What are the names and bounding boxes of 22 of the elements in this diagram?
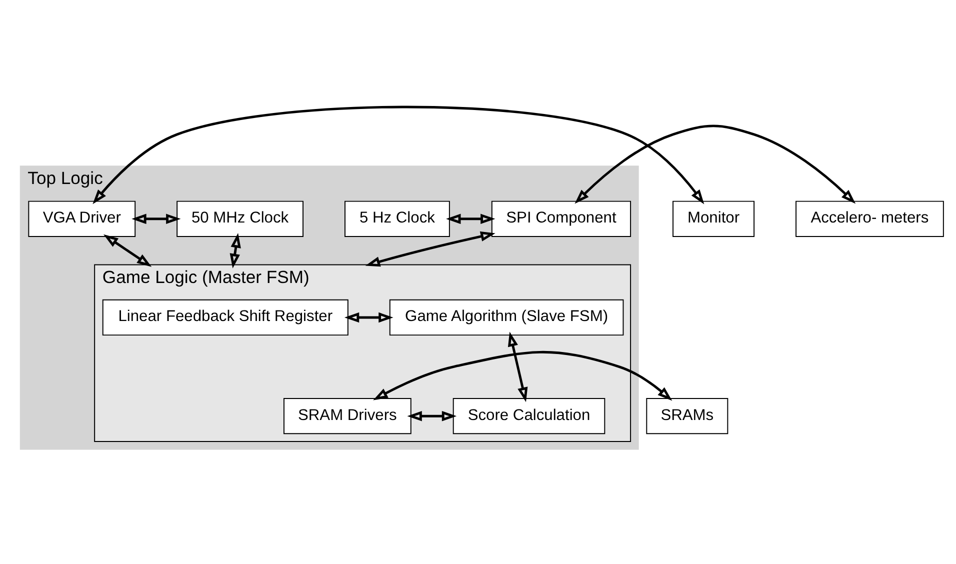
arrow: [132, 214, 181, 224]
node-box: 5 Hz Clock: [344, 200, 450, 237]
node-box: SPI Component: [491, 200, 632, 237]
arrow: [574, 124, 856, 204]
node-box: Accelero- meters: [796, 200, 944, 237]
node-box: Game Algorithm (Slave FSM): [389, 299, 624, 336]
arrow: [373, 351, 672, 401]
arrow: [365, 231, 496, 267]
node-box: SRAM Drivers: [283, 398, 412, 434]
node-box: Score Calculation: [452, 398, 606, 434]
node-box: Monitor: [672, 200, 755, 237]
arrow: [407, 410, 457, 422]
arrow: [92, 106, 704, 204]
arrow: [104, 234, 152, 267]
arrow: [446, 214, 496, 224]
node-box: Linear Feedback Shift Register: [102, 299, 348, 336]
arrow: [230, 233, 241, 268]
arrow: [508, 332, 528, 402]
arrow: [344, 312, 394, 323]
node-box: VGA Driver: [28, 200, 136, 237]
node-box: SRAMs: [646, 398, 728, 434]
node-box: 50 MHz Clock: [176, 200, 304, 237]
